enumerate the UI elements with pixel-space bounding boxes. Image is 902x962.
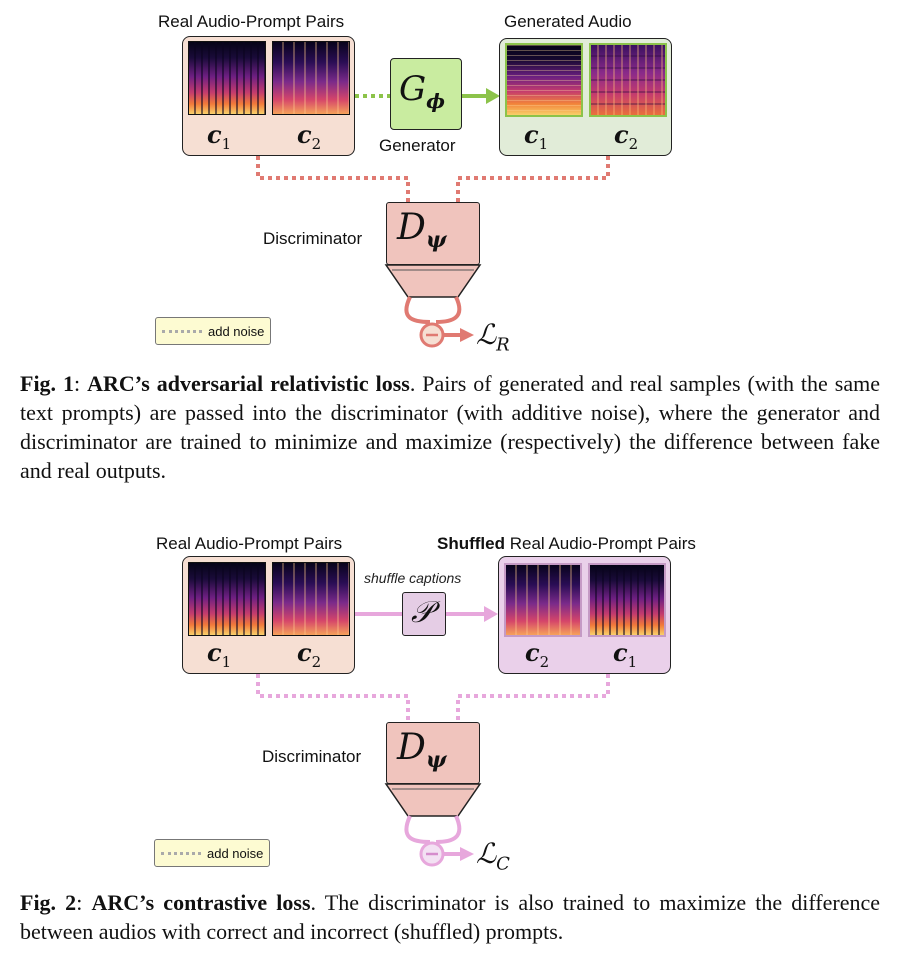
noise-legend-2: add noise	[154, 839, 270, 867]
caption-2-prefix: Fig. 2	[20, 890, 77, 915]
shuffled-pairs-box: c2 c1	[498, 556, 671, 674]
generator-label: Generator	[379, 136, 456, 155]
gen-label-c2: c2	[614, 120, 639, 153]
shuffled-label-2: c1	[613, 638, 638, 671]
real-to-disc-wire	[256, 156, 410, 202]
generated-audio-title: Generated Audio	[504, 12, 632, 31]
real-pairs-box: c1 c2	[182, 36, 355, 156]
label-c2: c2	[297, 120, 322, 153]
fig2-label-c2: c2	[297, 638, 322, 671]
real-pairs-title: Real Audio-Prompt Pairs	[158, 12, 345, 31]
label-c1: c1	[207, 120, 232, 153]
noise-legend-label: add noise	[208, 323, 265, 339]
caption-1-title: ARC’s adversarial relativistic loss	[87, 371, 410, 396]
fig2-label-c1: c1	[207, 638, 232, 671]
noise-dash-icon-2	[161, 851, 201, 855]
generator-arrowhead	[486, 88, 500, 104]
permutation-box: 𝒫	[402, 592, 446, 636]
gen-label-c1: c1	[524, 120, 549, 153]
discriminator-box-2: Dψ	[386, 722, 480, 784]
discriminator-label-2: Discriminator	[262, 747, 362, 766]
shuffled-to-disc-wire	[456, 674, 610, 722]
shuffled-spectrogram-2	[588, 563, 666, 637]
discriminator-label: Discriminator	[263, 229, 363, 248]
generated-spectrogram-c2	[589, 43, 667, 117]
caption-2-body: . The discriminator is also trained to m…	[20, 890, 880, 944]
loss-C: ℒC	[476, 837, 510, 875]
caption-1-prefix: Fig. 1	[20, 371, 75, 396]
real-to-disc-wire-2	[256, 674, 410, 722]
permutation-symbol: 𝒫	[411, 595, 433, 630]
loss-arrowhead	[460, 328, 474, 342]
generated-spectrogram-c1	[505, 43, 583, 117]
noise-legend-label-2: add noise	[207, 845, 264, 861]
figure-2-caption: Fig. 2: ARC’s contrastive loss. The disc…	[20, 890, 880, 944]
noise-dash-icon	[162, 329, 202, 333]
shuffled-pairs-title: Shuffled Real Audio-Prompt Pairs	[437, 534, 696, 553]
real-pairs-title-2: Real Audio-Prompt Pairs	[156, 534, 343, 553]
shuffled-spectrogram-1	[504, 563, 582, 637]
generated-audio-box: c1 c2	[499, 38, 672, 156]
disc-output-left	[404, 296, 431, 324]
noise-legend-1: add noise	[155, 317, 271, 345]
discriminator-box: Dψ	[386, 202, 480, 265]
loss-R: ℒR	[476, 318, 510, 356]
disc-output-right-2	[435, 815, 462, 844]
loss-arrowhead-2	[460, 847, 474, 861]
discriminator-symbol: Dψ	[397, 207, 447, 254]
disc-output-left-2	[404, 815, 431, 844]
caption-1-body: . Pairs of generated and real samples (w…	[20, 371, 880, 483]
spectrogram-c1	[188, 41, 266, 115]
shuffle-captions-label: shuffle captions	[364, 570, 462, 586]
shuffle-arrowhead	[484, 606, 498, 622]
spectrogram-c1-fig2	[188, 562, 266, 636]
shuffled-label-1: c2	[525, 638, 550, 671]
figure-1-caption: Fig. 1: ARC’s adversarial relativistic l…	[20, 371, 880, 483]
generator-symbol: Gϕ	[399, 69, 445, 113]
caption-2-title: ARC’s contrastive loss	[91, 890, 311, 915]
discriminator-symbol-2: Dψ	[397, 727, 447, 774]
spectrogram-c2-fig2	[272, 562, 350, 636]
disc-output-right	[435, 296, 462, 324]
real-pairs-box-2: c1 c2	[182, 556, 355, 674]
spectrogram-c2	[272, 41, 350, 115]
gen-to-disc-wire	[456, 156, 610, 202]
generator-box: Gϕ	[390, 58, 462, 130]
